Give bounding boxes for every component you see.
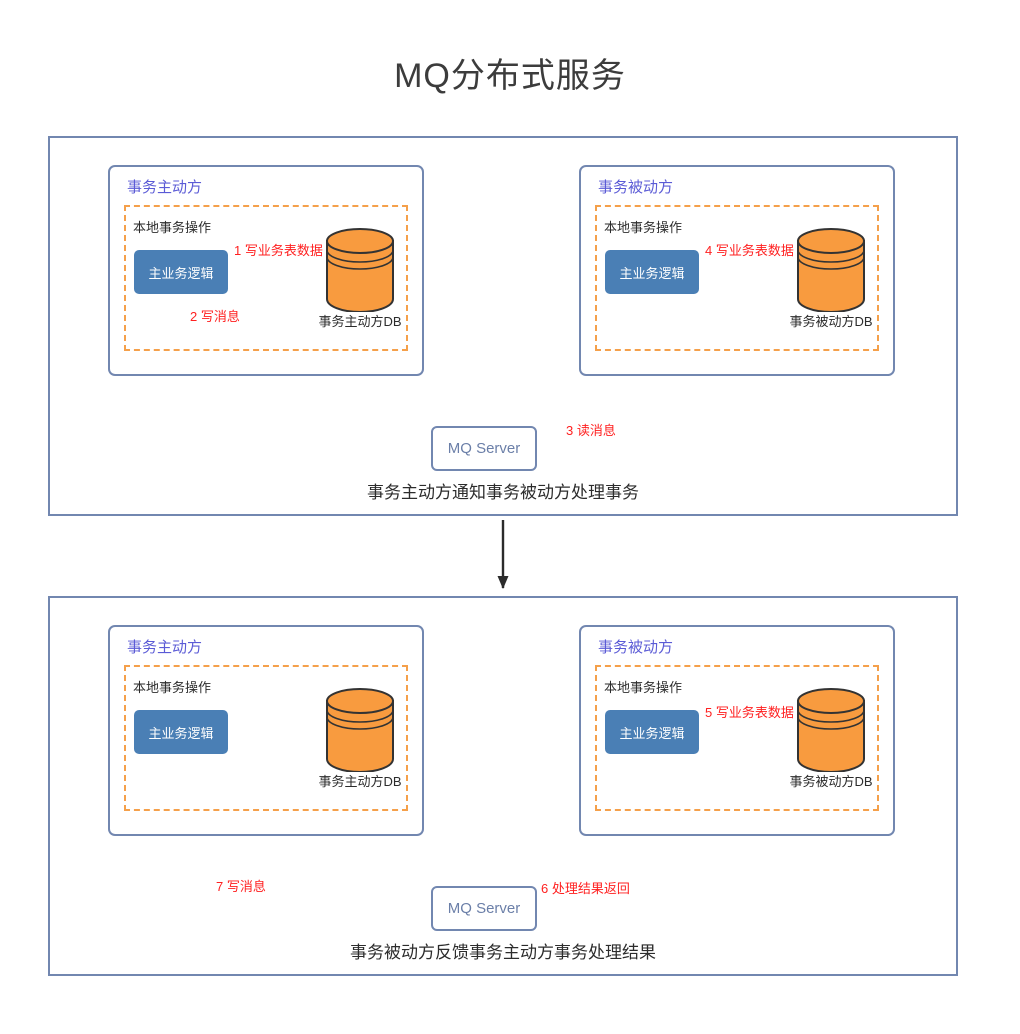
step-label-6: 6 处理结果返回 [541,881,630,896]
step-label-4: 4 写业务表数据 [705,243,794,258]
biz-logic-box-active-notify[interactable]: 主业务逻辑 [134,250,228,294]
party-title-passive-notify: 事务被动方 [598,179,674,196]
section-caption-notify: 事务主动方通知事务被动方处理事务 [367,483,639,502]
db-caption-active-feedback: 事务主动方DB [318,774,402,789]
step-label-2: 2 写消息 [190,309,240,324]
local-transaction-label-active-notify: 本地事务操作 [133,220,212,235]
party-title-active-notify: 事务主动方 [127,179,203,196]
page-title: MQ分布式服务 [394,57,626,95]
biz-logic-box-active-feedback[interactable]: 主业务逻辑 [134,710,228,754]
mq-server-box-notify[interactable]: MQ Server [431,426,537,471]
db-caption-passive-feedback: 事务被动方DB [789,774,873,789]
db-caption-active-notify: 事务主动方DB [318,314,402,329]
biz-logic-box-passive-feedback[interactable]: 主业务逻辑 [605,710,699,754]
biz-logic-box-passive-notify[interactable]: 主业务逻辑 [605,250,699,294]
section-caption-feedback: 事务被动方反馈事务主动方事务处理结果 [350,943,656,962]
local-transaction-box-active-notify [124,205,408,351]
step-label-1: 1 写业务表数据 [234,243,323,258]
local-transaction-label-passive-feedback: 本地事务操作 [604,680,683,695]
local-transaction-label-passive-notify: 本地事务操作 [604,220,683,235]
local-transaction-label-active-feedback: 本地事务操作 [133,680,212,695]
local-transaction-box-active-feedback [124,665,408,811]
local-transaction-box-passive-feedback [595,665,879,811]
party-title-active-feedback: 事务主动方 [127,639,203,656]
party-title-passive-feedback: 事务被动方 [598,639,674,656]
step-label-3: 3 读消息 [566,423,616,438]
step-label-5: 5 写业务表数据 [705,705,794,720]
db-caption-passive-notify: 事务被动方DB [789,314,873,329]
step-label-7: 7 写消息 [216,879,266,894]
mq-server-box-feedback[interactable]: MQ Server [431,886,537,931]
local-transaction-box-passive-notify [595,205,879,351]
